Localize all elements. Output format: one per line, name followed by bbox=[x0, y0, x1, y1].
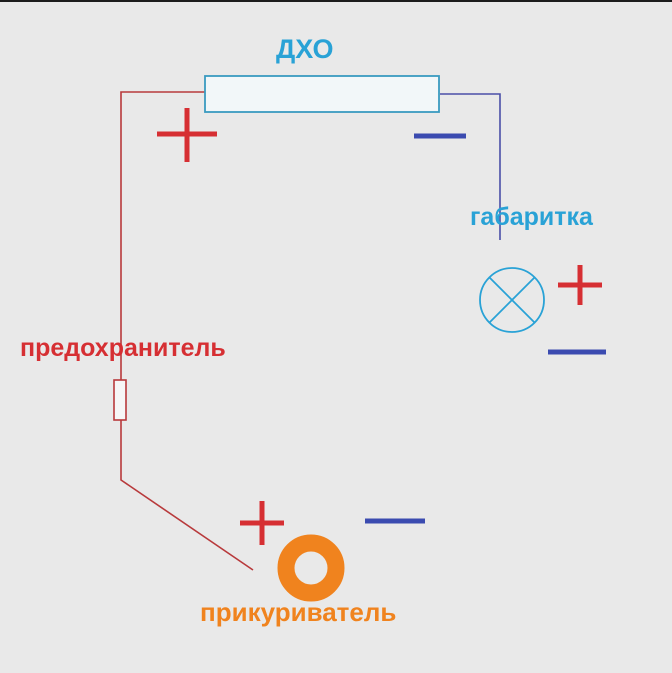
drl-rectangle-icon bbox=[204, 75, 440, 113]
drl-label: ДХО bbox=[276, 34, 334, 64]
plus-sign-lamp bbox=[558, 265, 602, 305]
lamp-cross-circle-icon bbox=[479, 267, 545, 333]
negative-wire bbox=[440, 93, 501, 240]
ring-icon bbox=[277, 534, 345, 602]
lighter-label: прикуриватель bbox=[200, 597, 397, 627]
positive-wire bbox=[120, 91, 205, 380]
fuse-label: предохранитель bbox=[20, 334, 226, 362]
plus-sign-drl bbox=[157, 108, 217, 162]
positive-wire-lower bbox=[120, 420, 254, 571]
side-lamp-label: габаритка bbox=[470, 203, 593, 231]
fuse-rectangle-icon bbox=[113, 379, 127, 421]
plus-sign-lighter bbox=[240, 501, 284, 545]
